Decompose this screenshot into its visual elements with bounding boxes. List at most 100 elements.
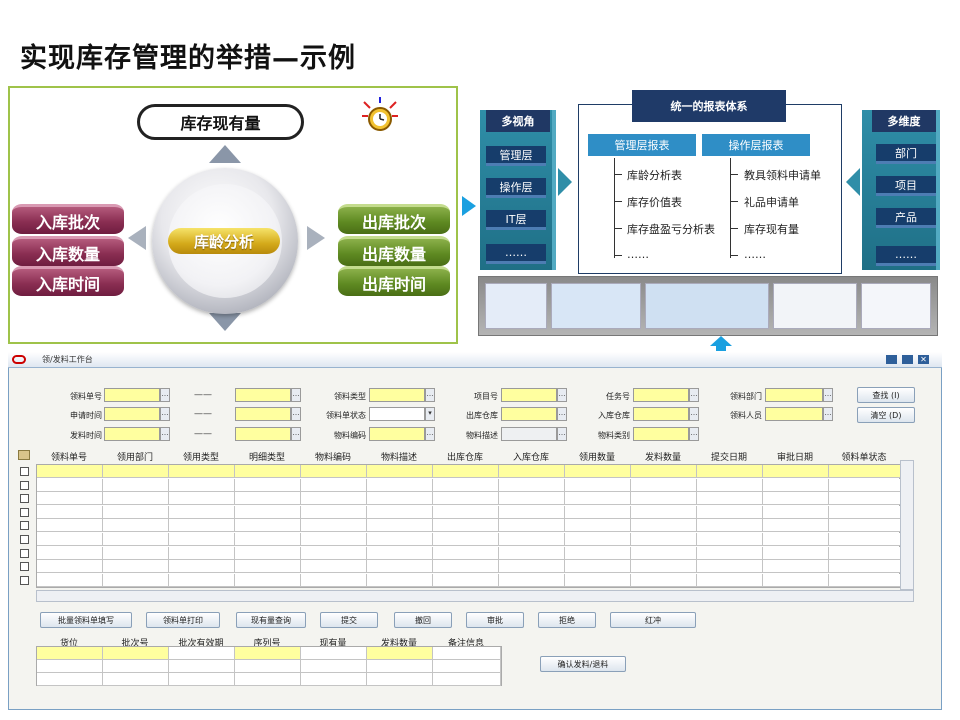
row-checkbox[interactable]	[20, 521, 29, 531]
grid-cell[interactable]	[433, 546, 499, 560]
requisition-no-input[interactable]	[104, 388, 160, 402]
grid-cell[interactable]	[169, 573, 235, 587]
grid-cell[interactable]	[37, 492, 103, 506]
lot-cell[interactable]	[103, 647, 169, 660]
grid-cell[interactable]	[169, 465, 235, 478]
grid-cell[interactable]	[631, 492, 697, 506]
lot-cell[interactable]	[301, 673, 367, 686]
grid-cell[interactable]	[103, 546, 169, 560]
request-date-from-input[interactable]	[104, 407, 160, 421]
row-checkbox[interactable]	[20, 548, 29, 558]
lov-button[interactable]: …	[425, 427, 435, 441]
grid-cell[interactable]	[631, 505, 697, 519]
folder-icon[interactable]	[18, 450, 30, 460]
grid-cell[interactable]	[697, 533, 763, 546]
row-checkbox[interactable]	[20, 562, 29, 572]
grid-cell[interactable]	[235, 465, 301, 478]
grid-cell[interactable]	[301, 492, 367, 506]
row-checkbox[interactable]	[20, 507, 29, 517]
grid-cell[interactable]	[103, 492, 169, 506]
grid-cell[interactable]	[235, 492, 301, 506]
lov-button[interactable]: …	[689, 388, 699, 402]
lov-button[interactable]: …	[291, 407, 301, 421]
lot-cell[interactable]	[235, 673, 301, 686]
lot-cell[interactable]	[235, 647, 301, 660]
grid-cell[interactable]	[37, 519, 103, 533]
reject-button[interactable]: 拒绝	[538, 612, 596, 628]
grid-cell[interactable]	[763, 519, 829, 533]
grid-cell[interactable]	[433, 519, 499, 533]
grid-cell[interactable]	[631, 519, 697, 533]
grid-cell[interactable]	[697, 560, 763, 574]
grid-cell[interactable]	[103, 478, 169, 492]
row-checkbox[interactable]	[20, 480, 29, 490]
issue-date-from-input[interactable]	[104, 427, 160, 441]
horizontal-scrollbar[interactable]	[36, 590, 914, 602]
grid-cell[interactable]	[235, 573, 301, 587]
grid-cell[interactable]	[631, 465, 697, 478]
item-category-input[interactable]	[633, 427, 689, 441]
grid-cell[interactable]	[565, 546, 631, 560]
lov-button[interactable]: …	[160, 427, 170, 441]
grid-cell[interactable]	[499, 573, 565, 587]
lov-button[interactable]: …	[291, 388, 301, 402]
grid-cell[interactable]	[103, 465, 169, 478]
request-date-to-input[interactable]	[235, 407, 291, 421]
grid-cell[interactable]	[763, 560, 829, 574]
grid-cell[interactable]	[367, 573, 433, 587]
grid-cell[interactable]	[829, 560, 901, 574]
grid-cell[interactable]	[499, 560, 565, 574]
grid-cell[interactable]	[631, 573, 697, 587]
grid-cell[interactable]	[697, 492, 763, 506]
grid-cell[interactable]	[565, 519, 631, 533]
grid-cell[interactable]	[367, 492, 433, 506]
grid-cell[interactable]	[499, 505, 565, 519]
grid-cell[interactable]	[697, 465, 763, 478]
grid-cell[interactable]	[367, 560, 433, 574]
find-button[interactable]: 查找 (I)	[857, 387, 915, 403]
grid-cell[interactable]	[103, 519, 169, 533]
maximize-icon[interactable]	[902, 355, 913, 364]
lov-button[interactable]: …	[823, 388, 833, 402]
grid-cell[interactable]	[565, 573, 631, 587]
grid-cell[interactable]	[697, 478, 763, 492]
grid-cell[interactable]	[235, 505, 301, 519]
grid-cell[interactable]	[103, 560, 169, 574]
grid-cell[interactable]	[301, 560, 367, 574]
requisition-no-to-input[interactable]	[235, 388, 291, 402]
lot-cell[interactable]	[37, 660, 103, 673]
lot-cell[interactable]	[169, 673, 235, 686]
grid-cell[interactable]	[565, 533, 631, 546]
task-no-input[interactable]	[633, 388, 689, 402]
lot-cell[interactable]	[103, 660, 169, 673]
grid-cell[interactable]	[565, 492, 631, 506]
print-button[interactable]: 领料单打印	[146, 612, 220, 628]
reverse-button[interactable]: 红冲	[610, 612, 696, 628]
grid-cell[interactable]	[37, 546, 103, 560]
grid-cell[interactable]	[829, 519, 901, 533]
grid-cell[interactable]	[367, 546, 433, 560]
minimize-icon[interactable]	[886, 355, 897, 364]
lov-button[interactable]: …	[425, 388, 435, 402]
grid-cell[interactable]	[829, 533, 901, 546]
row-checkbox[interactable]	[20, 575, 29, 585]
row-checkbox[interactable]	[20, 467, 29, 476]
grid-cell[interactable]	[433, 505, 499, 519]
out-warehouse-input[interactable]	[501, 407, 557, 421]
grid-cell[interactable]	[37, 533, 103, 546]
grid-cell[interactable]	[763, 533, 829, 546]
grid-cell[interactable]	[103, 533, 169, 546]
lot-cell[interactable]	[433, 673, 501, 686]
lov-button[interactable]: …	[557, 388, 567, 402]
lov-button[interactable]: …	[291, 427, 301, 441]
status-select[interactable]	[369, 407, 425, 421]
grid-cell[interactable]	[697, 546, 763, 560]
grid-cell[interactable]	[565, 478, 631, 492]
lot-cell[interactable]	[103, 673, 169, 686]
grid-cell[interactable]	[433, 465, 499, 478]
item-code-input[interactable]	[369, 427, 425, 441]
grid-cell[interactable]	[763, 465, 829, 478]
lot-cell[interactable]	[367, 673, 433, 686]
grid-cell[interactable]	[433, 560, 499, 574]
requester-input[interactable]	[765, 407, 823, 421]
